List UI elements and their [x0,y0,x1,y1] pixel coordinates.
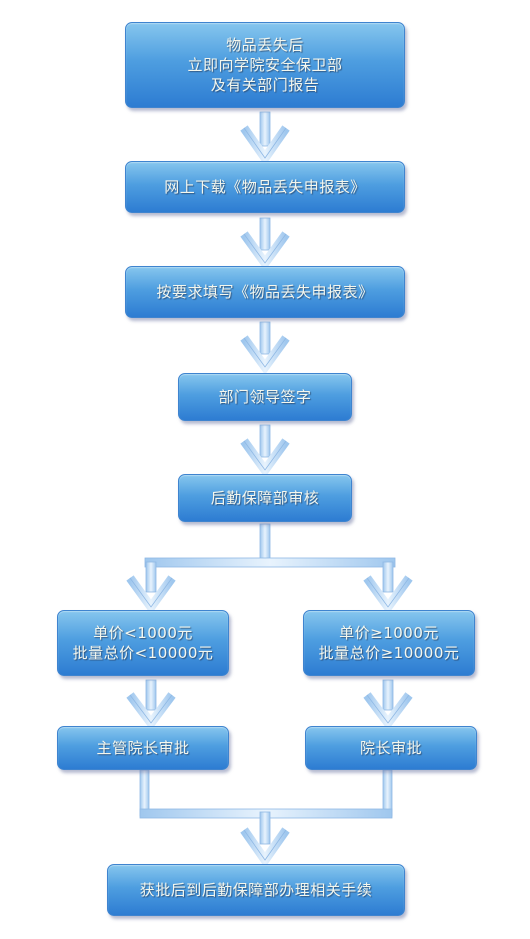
arrow-1 [240,111,290,166]
step-download-form-label: 网上下载《物品丢失申报表》 [164,178,366,196]
step-president-approval: 院长审批 [305,726,477,770]
arrow-right-branch [363,679,413,731]
arrow-2 [240,217,290,271]
arrow-4 [240,424,290,478]
step-report-loss-line-2: 立即向学院安全保卫部 [187,56,343,74]
condition-high-value: 单价≥1000元 批量总价≥10000元 [303,610,475,676]
step-final-procedure-label: 获批后到后勤保障部办理相关手续 [139,881,373,899]
step-logistics-review-label: 后勤保障部审核 [210,489,320,507]
condition-low-value-line-1: 单价<1000元 [93,624,193,642]
step-final-procedure: 获批后到后勤保障部办理相关手续 [107,864,405,916]
merge-connector [139,769,393,868]
step-fill-form: 按要求填写《物品丢失申报表》 [125,266,405,318]
step-supervisor-approval: 主管院长审批 [57,726,229,770]
step-dept-sign: 部门领导签字 [178,373,352,421]
step-president-approval-label: 院长审批 [359,739,422,757]
step-logistics-review: 后勤保障部审核 [178,474,352,522]
step-report-loss-line-3: 及有关部门报告 [210,76,320,94]
arrow-left-branch [126,679,176,731]
step-supervisor-approval-label: 主管院长审批 [96,739,190,757]
step-download-form: 网上下载《物品丢失申报表》 [125,161,405,213]
condition-low-value-line-2: 批量总价<10000元 [72,644,214,662]
step-report-loss: 物品丢失后 立即向学院安全保卫部 及有关部门报告 [125,22,405,108]
condition-low-value: 单价<1000元 批量总价<10000元 [57,610,229,676]
arrow-3 [240,321,290,375]
split-connector [126,523,413,615]
step-dept-sign-label: 部门领导签字 [218,388,312,406]
step-report-loss-line-1: 物品丢失后 [226,36,304,54]
condition-high-value-line-1: 单价≥1000元 [339,624,439,642]
condition-high-value-line-2: 批量总价≥10000元 [318,644,460,662]
step-fill-form-label: 按要求填写《物品丢失申报表》 [156,283,374,301]
